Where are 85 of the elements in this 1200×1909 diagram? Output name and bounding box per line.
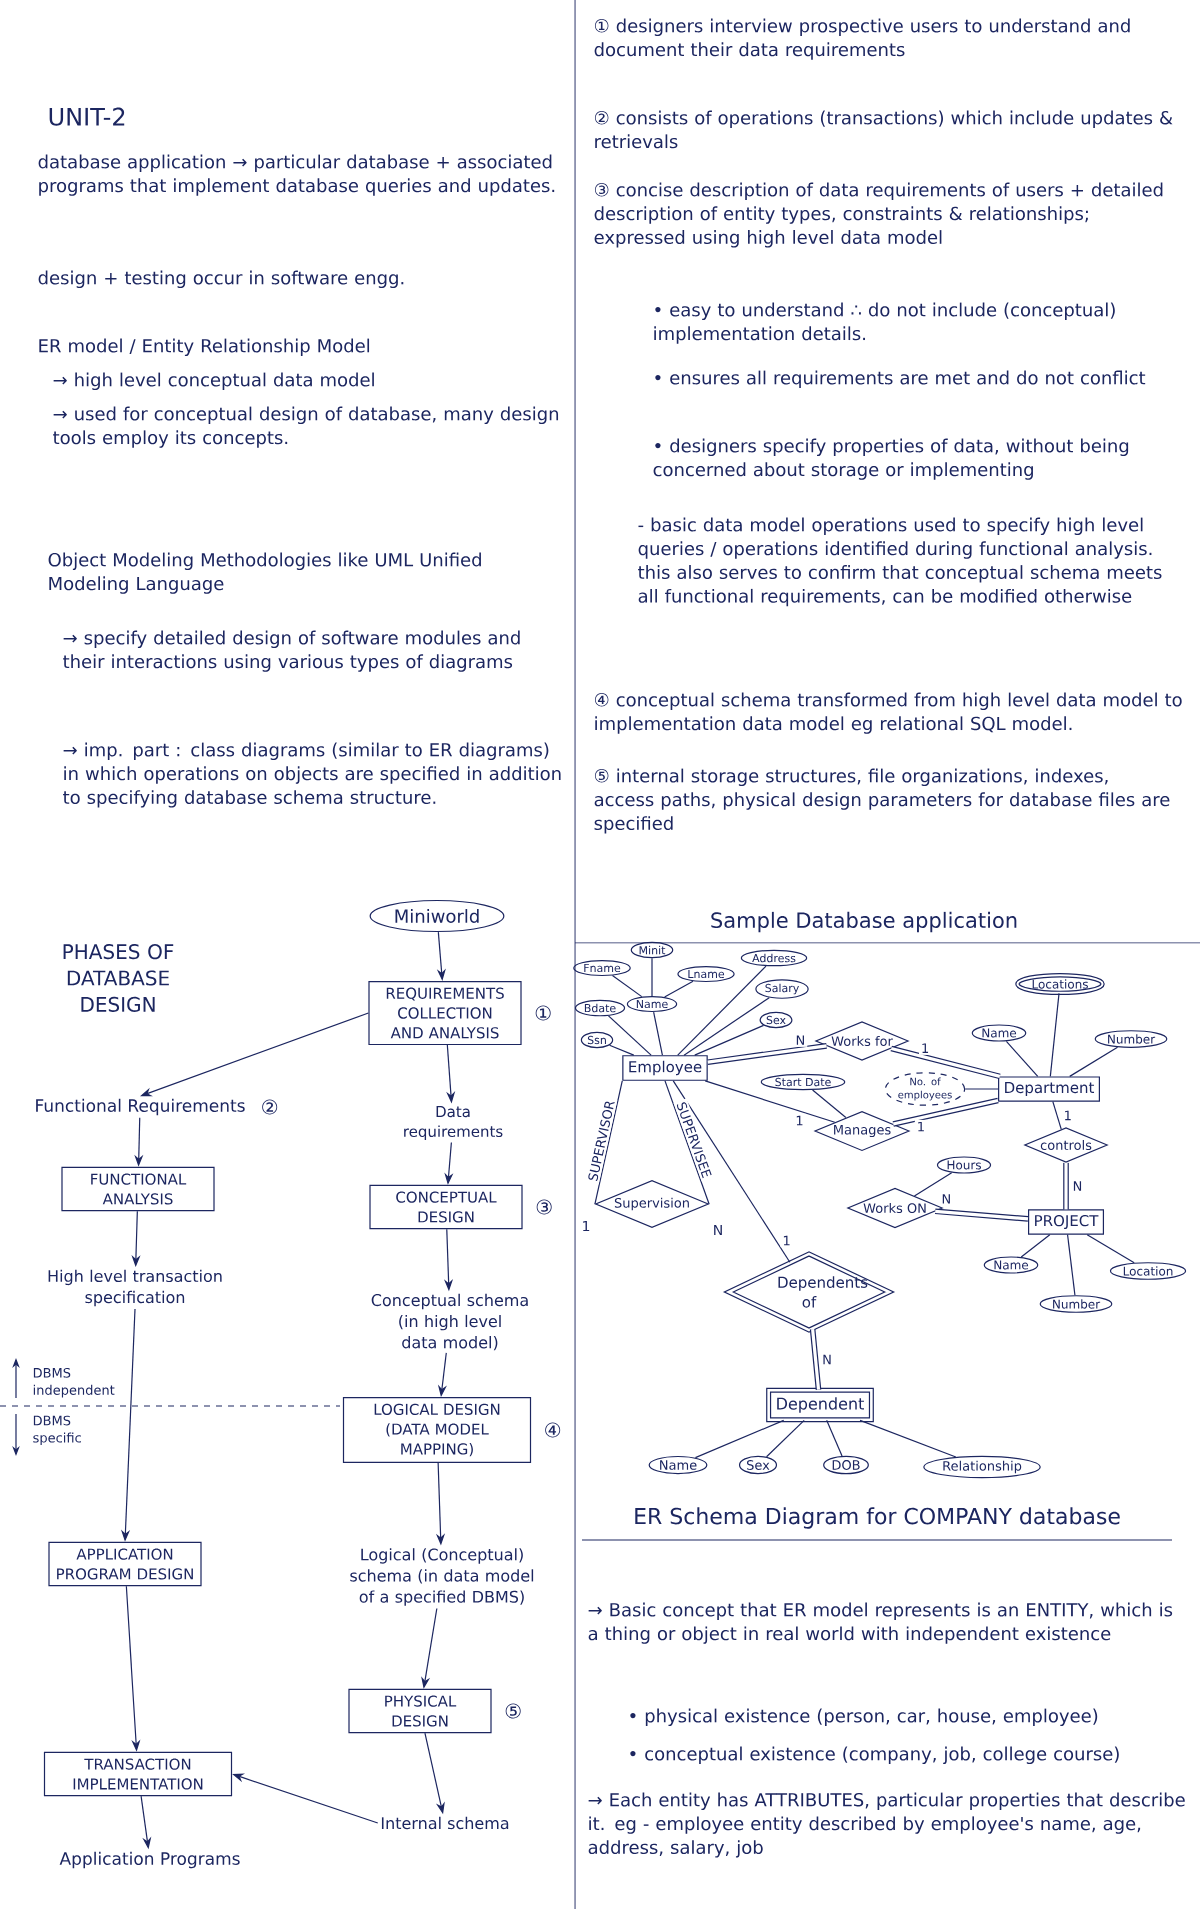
- heading: UNIT-2: [49, 107, 125, 126]
- note-text: → specify detailed design of software modules and their interactions using various types of diagrams: [63, 630, 520, 672]
- connector-line: [651, 957, 653, 997]
- connector-line: [611, 974, 643, 998]
- flow-label: Conceptual schema (in high level data model): [371, 1293, 528, 1351]
- process-box: CONCEPTUAL DESIGN: [369, 1184, 523, 1230]
- side-note: DBMS specific: [33, 1415, 81, 1446]
- note-text: • easy to understand ∴ do not include (conceptual) implementation details.: [654, 302, 1115, 344]
- connector-line: [664, 1080, 710, 1205]
- process-box: APPLICATION PROGRAM DESIGN: [48, 1541, 202, 1587]
- connector-line: [664, 980, 694, 998]
- note-text: • designers specify properties of data, without being concerned about storage or implementing: [653, 438, 1129, 480]
- connector-line: [859, 1419, 957, 1458]
- note-text: ⑤ internal storage structures, file organizations, indexes, access paths, physical design parameters for database files are specified: [594, 768, 1170, 834]
- note-text: → imp. part : class diagrams (similar to ER diagrams) in which operations on objects are specified in addition to specifying database schema structure.: [63, 742, 561, 808]
- cardinality-label: N: [714, 1224, 722, 1236]
- connector-line: [1020, 1234, 1051, 1258]
- note-text: • ensures all requirements are met and do not conflict: [655, 370, 1146, 388]
- flow-label: High level transaction specification: [48, 1269, 222, 1307]
- heading: Sample Database application: [711, 911, 1017, 933]
- connector-line: [607, 1015, 652, 1056]
- connector-line: [672, 1080, 791, 1263]
- entity-box: PROJECT: [1028, 1209, 1104, 1235]
- note-text: ④ conceptual schema transformed from high level data model to implementation data model eg relational SQL model.: [594, 692, 1182, 734]
- entity-box: Department: [998, 1076, 1100, 1102]
- note-text: database application → particular database + associated programs that implement database queries and updates.: [38, 154, 555, 196]
- connector-line: [1069, 1046, 1119, 1077]
- connector-line: [677, 965, 767, 1056]
- connector-line: [812, 1089, 847, 1119]
- connector-line: [809, 1328, 822, 1390]
- connector-line: [694, 1419, 785, 1459]
- connector-line: [1052, 1101, 1062, 1130]
- connector-line: [1066, 1234, 1076, 1296]
- note-text: → Each entity has ATTRIBUTES, particular properties that describe it. eg - employee entity described by employee's name, age, address, salary, job: [588, 1792, 1185, 1858]
- connector-line: [934, 1208, 1029, 1222]
- note-text: ③ concise description of data requirements of users + detailed description of entity types, constraints & relationships; expressed using high level data model: [594, 182, 1163, 248]
- connector-line: [1086, 1234, 1135, 1264]
- note-text: • conceptual existence (company, job, college course): [630, 1746, 1119, 1764]
- step-number: ②: [262, 1099, 278, 1115]
- connector-line: [765, 1419, 805, 1458]
- connector-line: [594, 1080, 623, 1205]
- connector-line: [913, 1172, 953, 1197]
- connector-line: [683, 997, 770, 1056]
- connector-line: [653, 1011, 663, 1056]
- side-note: DBMS independent: [33, 1367, 115, 1398]
- connector-line: [1063, 1162, 1069, 1210]
- connector-line: [704, 1080, 836, 1123]
- step-number: ①: [535, 1005, 551, 1021]
- connector-line: [826, 1419, 843, 1457]
- process-box: TRANSACTION IMPLEMENTATION: [43, 1751, 233, 1797]
- cardinality-label: 1: [583, 1220, 590, 1232]
- note-text: → high level conceptual data model: [53, 372, 374, 390]
- process-box: REQUIREMENTS COLLECTION AND ANALYSIS: [368, 980, 522, 1046]
- note-text: Object Modeling Methodologies like UML Unified Modeling Language: [48, 552, 481, 594]
- note-text: ER model / Entity Relationship Model: [39, 338, 370, 356]
- step-number: ③: [536, 1199, 552, 1215]
- flow-label: Logical (Conceptual) schema (in data model of a specified DBMS): [350, 1548, 534, 1606]
- note-text: → Basic concept that ER model represents is an ENTITY, which is a thing or object in real world with independent existence: [588, 1602, 1173, 1644]
- note-text: → used for conceptual design of database, many design tools employ its concepts.: [53, 406, 559, 448]
- connector-line: [1005, 1040, 1039, 1077]
- note-text: ② consists of operations (transactions) which include updates & retrievals: [594, 110, 1173, 149]
- flow-label: Application Programs: [59, 1851, 240, 1869]
- connector-line: [707, 1043, 827, 1065]
- flow-label: Functional Requirements: [36, 1098, 245, 1116]
- process-box: FUNCTIONAL ANALYSIS: [61, 1166, 215, 1212]
- caption: ER Schema Diagram for COMPANY database: [635, 1507, 1120, 1529]
- flow-label: Internal schema: [381, 1816, 509, 1830]
- connector-line: [964, 1088, 999, 1090]
- note-text: - basic data model operations used to specify high level queries / operations identified during functional analysis. this also serves to confirm that conceptual schema meets all functional requirements, can be modified otherwise: [638, 517, 1162, 607]
- step-number: ⑤: [505, 1703, 521, 1719]
- note-text: ① designers interview prospective users to understand and document their data requirements: [594, 18, 1130, 60]
- flow-label: Data requirements: [404, 1106, 503, 1140]
- connector-line: [892, 1097, 999, 1127]
- step-number: ④: [545, 1422, 561, 1438]
- note-text: design + testing occur in software engg.: [38, 270, 404, 288]
- connector-line: [608, 1044, 635, 1056]
- process-box: PHYSICAL DESIGN: [348, 1688, 492, 1734]
- weak-entity-box: Dependent: [766, 1387, 874, 1423]
- section-heading: PHASES OF DATABASE DESIGN: [63, 944, 174, 1012]
- connector-line: [890, 1045, 1001, 1080]
- connector-line: [694, 1024, 765, 1056]
- process-box: LOGICAL DESIGN (DATA MODEL MAPPING): [342, 1397, 532, 1463]
- note-text: • physical existence (person, car, house, employee): [630, 1708, 1098, 1727]
- entity-box: Employee: [622, 1055, 708, 1081]
- connector-line: [1049, 992, 1060, 1077]
